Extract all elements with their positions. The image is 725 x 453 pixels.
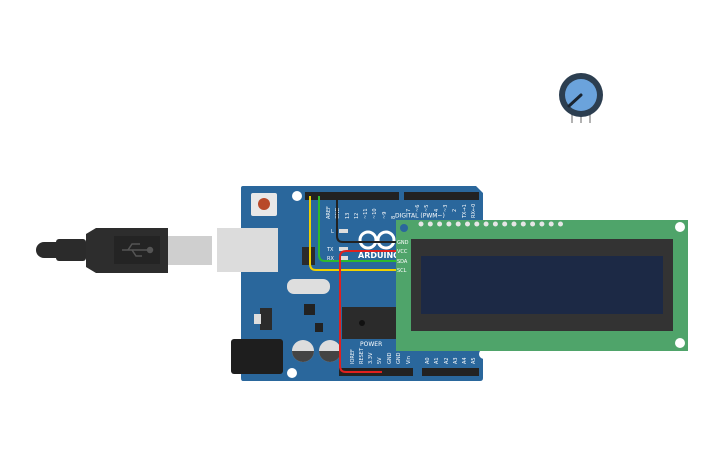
wire-scl[interactable] [309,196,396,271]
pin-label: A3 [453,357,459,364]
pin-label: A0 [425,357,431,364]
pin-label: RX←0 [471,204,477,218]
lcd-pin-label: SCL [397,268,407,274]
pin-label: 7 [406,209,412,212]
pin-label: GND [396,352,402,364]
tx-label: TX [326,247,334,253]
arduino-logo [358,230,396,250]
analog-header[interactable] [422,368,479,376]
lcd-pin-label: VCC [397,249,408,255]
lcd-screen [421,256,663,314]
reset-button[interactable] [251,193,277,216]
pin-label: 4 [434,209,440,212]
wire-gnd[interactable] [336,196,396,243]
pin-label: ~10 [372,208,378,219]
lcd-pin[interactable] [558,221,563,227]
rx-label: RX [327,256,334,262]
lcd-pin[interactable] [483,221,489,227]
lcd-pin[interactable] [474,221,480,227]
lcd-pin[interactable] [465,221,470,227]
pin-label: A1 [434,357,440,364]
lcd-pin[interactable] [446,221,452,227]
lcd-pin[interactable] [520,221,526,227]
power-jack [231,339,283,374]
lcd-pin[interactable] [492,221,498,227]
lcd-pin-row [418,221,563,227]
digital-header-right[interactable] [404,192,479,200]
lcd-pin[interactable] [427,221,433,227]
pin-label: 5V [377,357,383,364]
digital-label: DIGITAL (PWM~) [395,213,445,220]
pin-label: RESET [359,347,365,364]
lcd-pin[interactable] [539,221,545,227]
pin-label: 13 [345,213,351,219]
pin-label: AREF [326,206,332,219]
pin-label: A4 [462,357,468,364]
pin-label: ~3 [443,205,449,212]
lcd-pin[interactable] [511,221,517,227]
lcd-pin-label: GND [397,240,409,246]
potentiometer[interactable] [559,73,603,123]
lcd-i2c-module[interactable]: GND VCC SDA SCL [396,220,688,351]
digital-header-left[interactable] [305,192,399,200]
pin-label: ~9 [382,212,388,219]
pin-label: A2 [444,357,450,364]
pin-label: GND [387,352,393,364]
pin-label: ~11 [363,208,369,219]
pin-label: 2 [452,209,458,212]
pin-label: TX→1 [462,204,468,219]
power-label: POWER [360,341,382,348]
pin-label: ~5 [424,205,430,212]
lcd-pin[interactable] [437,221,443,227]
arduino-brand: ARDUINO [358,251,400,260]
pin-label: 8 [391,216,397,219]
pin-label: Vin [406,356,412,364]
lcd-pin[interactable] [455,221,461,227]
usb-icon [122,243,154,257]
lcd-pin[interactable] [418,221,424,227]
lcd-pin[interactable] [530,221,536,227]
pin-label: ~6 [415,205,421,212]
pin-label: 3.3V [368,352,374,364]
pin-label: A5 [471,357,477,364]
wire-sda[interactable] [318,196,396,262]
lcd-pin[interactable] [548,221,554,227]
wire-vcc[interactable] [339,250,396,373]
lcd-pin-label: SDA [397,259,408,265]
lcd-pin[interactable] [502,221,508,227]
pin-label: 12 [354,213,360,219]
led-l-label: L [331,229,334,235]
pin-label: IOREF [350,349,356,364]
